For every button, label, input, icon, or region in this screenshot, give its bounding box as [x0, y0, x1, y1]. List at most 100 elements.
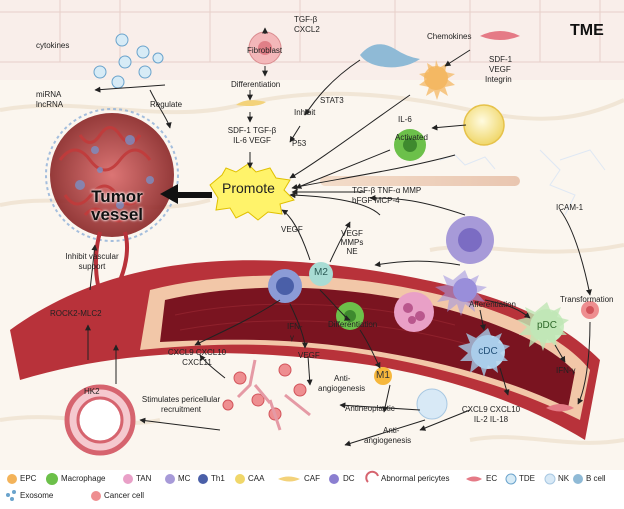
m1-label: M1	[376, 370, 390, 381]
differentiation-top-label: Differentiation	[231, 80, 281, 89]
cdc-label: cDC	[478, 346, 498, 357]
abnormal-pericyte-branches	[236, 359, 311, 431]
macrophage-icon	[46, 473, 58, 485]
mc-cell	[446, 216, 494, 264]
legend-th1: Th1	[211, 474, 225, 483]
chemokines-label: Chemokines	[427, 32, 472, 41]
pdc-label: pDC	[536, 320, 557, 331]
activated-label: Activated	[395, 133, 428, 142]
rock2-label: ROCK2-MLC2	[50, 309, 102, 318]
cancer-cell-icon	[91, 491, 101, 501]
legend-tan: TAN	[136, 474, 152, 483]
exosome-cluster	[93, 33, 164, 89]
legend-caa: CAA	[248, 474, 265, 483]
inhibit-vascular-label-1: Inhibit vascular	[65, 252, 119, 261]
integrin-label: Integrin	[485, 75, 512, 84]
sdf-tgf-label-2: IL-6 VEGF	[233, 136, 271, 145]
m1-cell	[374, 367, 392, 385]
vegf-mmps-label-2: MMPs	[340, 238, 364, 247]
ifn-mid-label: IFN-	[287, 322, 303, 331]
legend-icons	[6, 470, 583, 501]
tumor-vessel-label: Tumor vessel	[91, 187, 143, 224]
dc-right-cell	[435, 270, 487, 316]
transformation-label: Transformation	[560, 295, 614, 304]
tgfb-label: TGF-β	[294, 15, 318, 24]
tme-title: TME	[570, 22, 604, 39]
lncrna-label: lncRNA	[36, 100, 64, 109]
nk-icon	[544, 473, 556, 485]
vegf-mid-label: VEGF	[298, 351, 320, 360]
ec-icon	[466, 476, 482, 482]
abnormal-pericytes-icon	[365, 470, 379, 483]
antineoplastic-label: Antineoplastic	[345, 404, 395, 413]
differentiated-caf	[236, 100, 266, 106]
legend-ec: EC	[486, 474, 498, 483]
caf-blue-cell	[360, 44, 420, 68]
tde-icon	[505, 473, 517, 485]
promote-arrow	[160, 184, 212, 204]
legend-b-cell: B cell	[586, 474, 606, 483]
tan-cell	[394, 292, 434, 332]
mirna-label: miRNA	[36, 90, 62, 99]
epc-icon	[7, 474, 17, 484]
fibroblast-cell	[248, 31, 282, 65]
tissue-cells	[0, 0, 624, 63]
cxcl9-right-label-1: CXCL9 CXCL10	[461, 405, 521, 414]
th1-icon	[198, 474, 208, 484]
anti-angio-1b: angiogenesis	[318, 384, 366, 393]
m2-label: M2	[314, 267, 328, 278]
vegf-left-label: VEGF	[281, 225, 303, 234]
cancer-cell-right	[581, 301, 599, 319]
th1-cell	[268, 269, 302, 303]
arrows	[85, 27, 592, 447]
pericyte-ring	[64, 384, 136, 456]
activated-macrophage	[394, 129, 426, 161]
stat3-label: STAT3	[320, 96, 344, 105]
tgfb-tnfa-label-1: TGF-β TNF-α MMP	[352, 186, 422, 195]
b-cell-icon	[573, 474, 583, 484]
caa-icon	[235, 474, 245, 484]
tgfb-tnfa-label-2: bFGF MCP-4	[352, 196, 400, 205]
ec-cell-bottom	[546, 404, 574, 412]
legend-tde: TDE	[519, 474, 535, 483]
m2-cell	[309, 262, 333, 286]
vegf-mmps-label-1: VEGF	[341, 229, 363, 238]
differentiation-mid-label: Differentiation	[328, 320, 378, 329]
cxcl9-left-label-1: CXCL9 CXCL10	[167, 348, 227, 357]
tan-icon	[123, 474, 133, 484]
cxcl9-right-label-2: IL-2 IL-18	[473, 415, 509, 424]
vegf-top-label: VEGF	[489, 65, 511, 74]
anti-angio-1a: Anti-	[334, 374, 351, 383]
caa-cell	[463, 104, 505, 146]
dc-top-cell	[419, 60, 455, 100]
exosome-icon	[6, 490, 16, 501]
inhibit-label: Inhibit	[294, 108, 316, 117]
nk-cell	[416, 388, 448, 420]
sdf1-label: SDF-1	[489, 55, 513, 64]
cxcl9-left-label-2: CXCL11	[182, 358, 212, 367]
inhibit-vascular-label-2: support	[78, 262, 106, 271]
ec-cell-top	[480, 31, 520, 40]
legend-epc: EPC	[20, 474, 37, 483]
stimulates-label-2: recruitment	[160, 405, 201, 414]
dc-icon	[329, 474, 339, 484]
ifn-right-label: IFN-γ	[556, 366, 576, 375]
legend-nk: NK	[558, 474, 570, 483]
cytokines-label: cytokines	[36, 41, 70, 50]
legend-cancer-cell: Cancer cell	[104, 491, 145, 500]
fibroblast-label: Fibroblast	[247, 46, 283, 55]
afferentiation-label: Afferentiation	[469, 300, 516, 309]
caf-fiber	[320, 176, 520, 186]
vegf-mmps-label-3: NE	[346, 247, 358, 256]
stimulates-label-1: Stimulates pericellular	[141, 395, 221, 404]
cxcl2-label: CXCL2	[294, 25, 320, 34]
legend-macrophage: Macrophage	[61, 474, 106, 483]
promote-label: Promote	[222, 180, 275, 196]
legend-mc: MC	[178, 474, 191, 483]
hk2-label: HK2	[84, 387, 100, 396]
tissue-band	[0, 0, 624, 80]
ifn-mid-gamma: γ	[290, 333, 294, 342]
sdf-tgf-label-1: SDF-1 TGF-β	[227, 126, 277, 135]
il6-label: IL-6	[398, 115, 412, 124]
